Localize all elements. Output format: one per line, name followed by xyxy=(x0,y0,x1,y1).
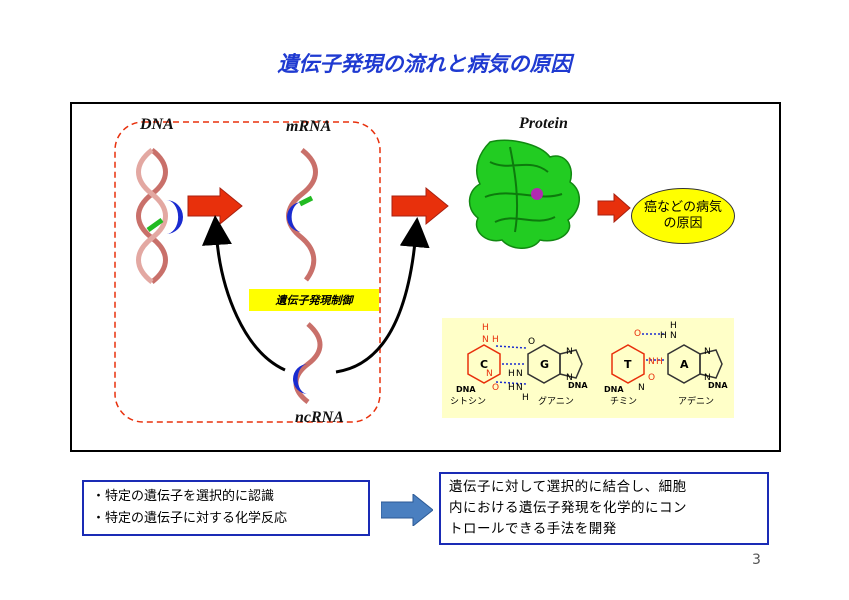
method-line-1: 遺伝子に対して選択的に結合し、細胞 xyxy=(449,479,687,495)
atom-o-1: O xyxy=(528,337,535,347)
disease-cause-bubble: 癌などの病気 の原因 xyxy=(631,188,735,244)
adenine-name: アデニン xyxy=(678,395,714,407)
ncrna-probe-icon xyxy=(293,364,308,394)
regulation-label: 遺伝子発現制御 xyxy=(249,289,379,311)
translation-arrow-icon xyxy=(391,186,449,226)
guanine-dna-tag: DNA xyxy=(568,381,588,390)
atom-h-3: H xyxy=(508,369,515,379)
summary-item-2: ・特定の遺伝子に対する化学反応 xyxy=(92,511,288,526)
atom-n-9: N xyxy=(638,383,645,393)
atom-h-6: H xyxy=(656,357,663,367)
atom-o-3: O xyxy=(634,329,641,339)
transcription-arrow-icon xyxy=(187,186,243,226)
atom-n-2: N xyxy=(486,369,493,379)
atom-o-4: O xyxy=(648,373,655,383)
atom-n-4: N xyxy=(516,383,523,393)
thymine-dna-tag: DNA xyxy=(604,385,624,394)
atom-n-7: N xyxy=(648,357,655,367)
atom-o-2: O xyxy=(492,383,499,393)
adenine-ring-5 xyxy=(699,349,723,379)
atom-h-5: H xyxy=(522,393,529,403)
cytosine-name: シトシン xyxy=(450,397,486,407)
diagram-frame xyxy=(70,102,781,452)
method-line-3: トロールできる手法を開発 xyxy=(449,521,617,537)
dna-label: DNA xyxy=(140,116,174,133)
atom-h-8: H xyxy=(660,331,667,341)
atom-h-4: H xyxy=(508,383,515,393)
cytosine-ring xyxy=(467,344,501,384)
mrna-label: mRNA xyxy=(286,118,332,135)
regulation-arrow-to-protein xyxy=(335,217,430,374)
atom-n-3: N xyxy=(516,369,523,379)
cytosine-letter: C xyxy=(480,358,488,371)
base-pair-panel: C G T A H N H O N H N O H N H N N O N H … xyxy=(442,318,734,418)
thymine-ring xyxy=(611,344,645,384)
regulation-arrow-to-mrna xyxy=(202,215,286,372)
atom-n-10: N xyxy=(704,347,711,357)
atom-h-1: H xyxy=(482,323,489,333)
protein-label: Protein xyxy=(519,115,568,132)
page-number: 3 xyxy=(752,552,761,568)
thymine-letter: T xyxy=(624,358,632,371)
disease-line2: の原因 xyxy=(663,216,703,231)
mrna-strand xyxy=(286,148,318,282)
method-summary-box: 遺伝子に対して選択的に結合し、細胞 内における遺伝子発現を化学的にコン トロール… xyxy=(439,472,769,545)
guanine-ring-5 xyxy=(559,349,583,379)
protein-structure-icon xyxy=(468,139,580,249)
thymine-name: チミン xyxy=(610,396,637,407)
adenine-dna-tag: DNA xyxy=(708,381,728,390)
dna-helix xyxy=(136,148,168,284)
result-arrow-icon xyxy=(381,494,433,526)
guanine-name: グアニン xyxy=(538,395,574,407)
ncrna-label: ncRNA xyxy=(295,409,344,426)
disease-line1: 癌などの病気 xyxy=(643,200,722,215)
dna-probe-icon xyxy=(166,200,183,234)
atom-n-5: N xyxy=(566,347,573,357)
page-title: 遺伝子発現の流れと病気の原因 xyxy=(277,52,572,76)
atom-n-8: N xyxy=(670,331,677,341)
summary-item-1: ・特定の遺伝子を選択的に認識 xyxy=(92,489,275,504)
atom-n-6: N xyxy=(566,373,573,383)
mrna-probe-icon xyxy=(287,202,302,232)
transcription-region xyxy=(114,121,381,423)
diagram-canvas xyxy=(114,121,631,423)
disease-arrow-icon xyxy=(597,192,631,224)
guanine-letter: G xyxy=(540,358,549,371)
method-line-2: 内における遺伝子発現を化学的にコン xyxy=(449,500,687,516)
base-pair-structures: C G T A H N H O N H N O H N H N N O N H … xyxy=(450,321,728,407)
atom-h-7: H xyxy=(670,321,677,331)
atom-n-1: N xyxy=(482,335,489,345)
atom-h-2: H xyxy=(492,335,499,345)
adenine-letter: A xyxy=(680,358,689,371)
cytosine-dna-tag: DNA xyxy=(456,385,476,394)
atom-n-11: N xyxy=(704,373,711,383)
recognition-summary-box: ・特定の遺伝子を選択的に認識 ・特定の遺伝子に対する化学反応 xyxy=(82,480,370,536)
